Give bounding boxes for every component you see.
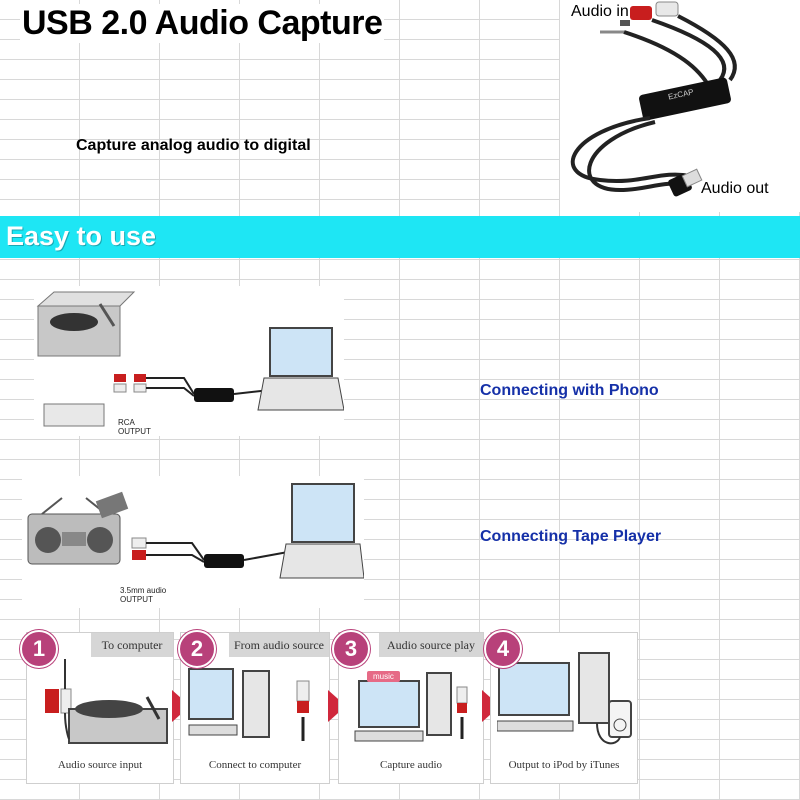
audio-out-label: Audio out [701, 180, 769, 197]
turntable-icon [45, 659, 168, 744]
product-image: Audio in Audio out EzCAP [560, 0, 800, 212]
page-title: USB 2.0 Audio Capture [20, 4, 385, 43]
tape-player-to-laptop-illustration [27, 483, 365, 579]
audio-in-label: Audio in [571, 3, 629, 20]
step-2-footer: Connect to computer [208, 759, 302, 771]
usb-capture-cable-icon [570, 1, 737, 197]
connecting-tape-label: Connecting Tape Player [480, 528, 662, 545]
tape-caption-2: OUTPUT [120, 595, 153, 604]
easy-to-use-banner: Easy to use [0, 216, 800, 258]
step-1-header: To computer [91, 633, 173, 657]
ipod-sync-icon [497, 652, 632, 745]
connecting-phono-label: Connecting with Phono [480, 382, 659, 399]
step-3-badge: 3 [332, 630, 370, 668]
step-2-panel: From audio source Connect to computer [180, 632, 330, 784]
music-badge: music [367, 671, 400, 682]
step-3-header: Audio source play [379, 633, 483, 657]
step-3-panel: Audio source play music Capture audio [338, 632, 484, 784]
step-4-panel: Output to iPod by iTunes [490, 632, 638, 784]
step-3-footer: Capture audio [379, 759, 442, 771]
phono-diagram: RCA OUTPUT [34, 286, 345, 436]
step-2-badge: 2 [178, 630, 216, 668]
step-4-footer: Output to iPod by iTunes [508, 759, 620, 771]
banner-text: Easy to use [6, 221, 157, 251]
capture-computer-icon [354, 672, 468, 742]
tape-diagram: 3.5mm audio OUTPUT [22, 476, 365, 608]
rca-caption-1: RCA [118, 418, 135, 427]
step-1-footer: Audio source input [57, 759, 143, 771]
step-1-badge: 1 [20, 630, 58, 668]
step-2-header: From audio source [229, 633, 329, 657]
computer-icon [188, 668, 310, 741]
page-subtitle: Capture analog audio to digital [76, 137, 311, 154]
tape-caption-1: 3.5mm audio [120, 586, 167, 595]
turntable-to-laptop-illustration [36, 291, 345, 427]
rca-caption-2: OUTPUT [118, 427, 151, 436]
step-4-badge: 4 [484, 630, 522, 668]
